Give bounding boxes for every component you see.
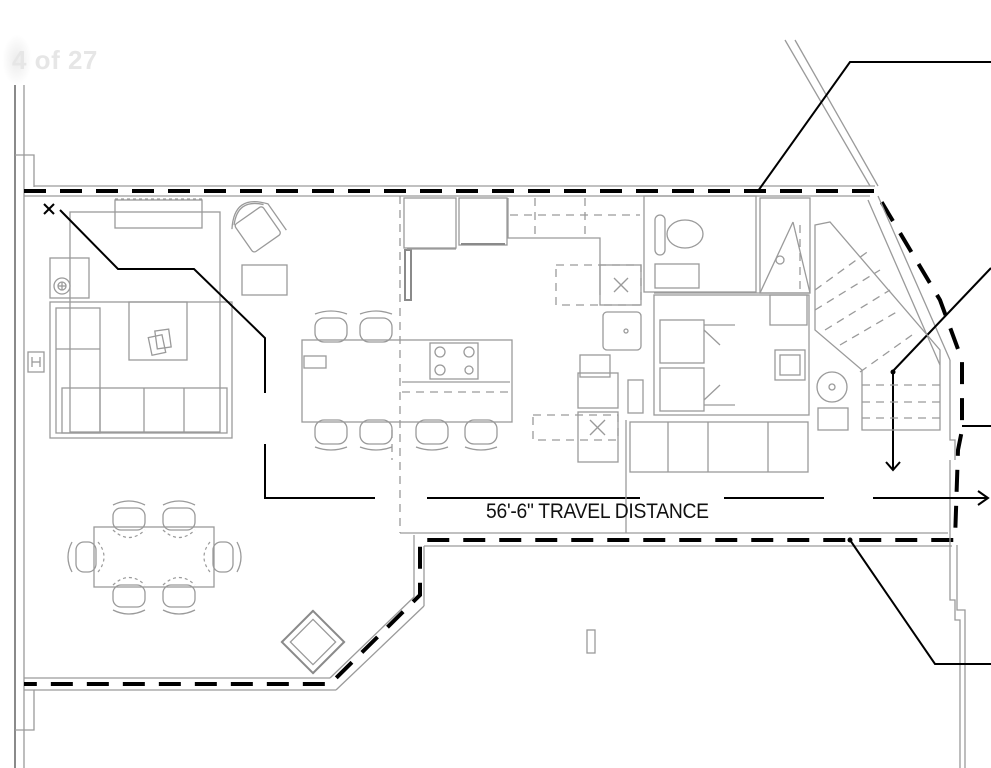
- outlet-fixture: [586, 629, 596, 654]
- washer: [659, 319, 705, 364]
- shower: [759, 197, 811, 294]
- kitchen-island: [301, 339, 513, 423]
- living-area: [49, 198, 288, 439]
- laundry: [625, 294, 810, 533]
- boundary-dashed-line: [24, 189, 964, 686]
- lounge-chair: [231, 200, 287, 253]
- lamp-icon: [53, 277, 71, 295]
- exit-arrow-icon: [977, 490, 990, 506]
- vanity-sink: [774, 349, 806, 381]
- sectional-sofa: [49, 301, 233, 439]
- stair: [814, 221, 941, 431]
- travel-distance-label: 56'-6" TRAVEL DISTANCE: [486, 500, 709, 523]
- dining-table: [67, 500, 242, 615]
- dining-chairs: [67, 500, 242, 615]
- bistro-table: [280, 609, 346, 675]
- side-table: [49, 257, 90, 299]
- leader-lines: [757, 61, 991, 665]
- oven: [458, 197, 508, 246]
- toilet: [666, 219, 704, 249]
- page-counter: 4 of 27: [12, 44, 98, 75]
- kitchen: [301, 197, 644, 463]
- start-point-x-icon: [43, 203, 55, 215]
- coffee-table: [128, 301, 188, 361]
- stair-down-arrow-icon: [885, 461, 901, 472]
- cooktop: [429, 342, 479, 380]
- bar-stools: [314, 310, 498, 451]
- bathroom: [643, 195, 811, 294]
- left-exterior-wall: [14, 85, 45, 768]
- counter-shadow: [2, 34, 32, 86]
- dryer: [659, 367, 705, 412]
- egress-travel-path: [43, 203, 990, 506]
- ottoman: [241, 264, 288, 296]
- kitchen-sink: [602, 311, 642, 351]
- refrigerator: [403, 197, 457, 249]
- utility-sink: [816, 371, 848, 403]
